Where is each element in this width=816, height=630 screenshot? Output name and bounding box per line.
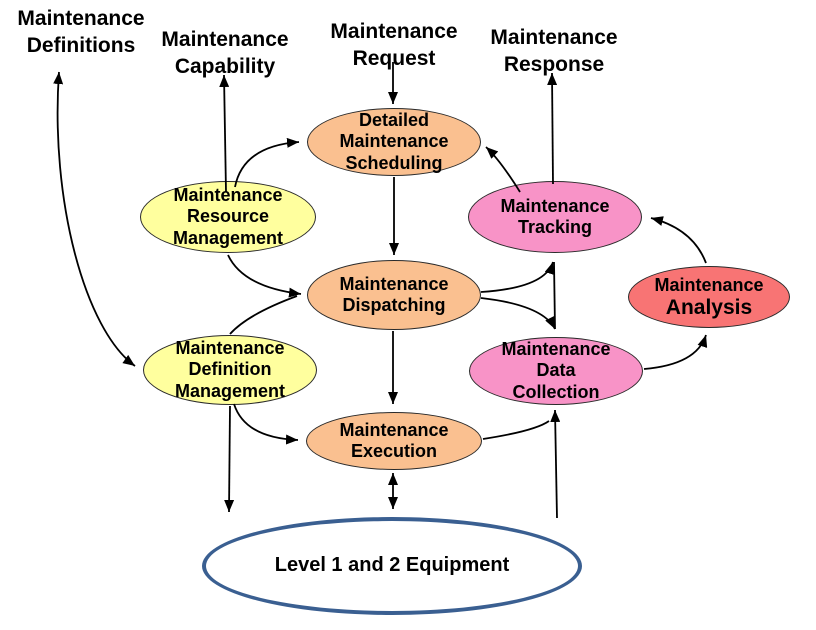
node-label: Maintenance Data Collection — [501, 339, 611, 402]
node-maintenance-tracking: Maintenance Tracking — [468, 181, 642, 253]
node-maintenance-resource-management: Maintenance Resource Management — [140, 181, 316, 253]
arrow-resource-management-to-scheduling — [234, 137, 300, 188]
node-label: Maintenance Definition Management — [174, 338, 286, 401]
maintenance-definitions-label: Maintenance Definitions — [17, 7, 145, 57]
node-label: Maintenance Analysis — [654, 275, 763, 319]
node-label: Maintenance Tracking — [500, 195, 610, 237]
maintenance-request-label: Maintenance Request — [330, 20, 458, 70]
arrow-resource-management-to-dispatching — [227, 254, 302, 298]
arrow-resource-management-to-capability — [219, 74, 230, 193]
node-level-1-and-2-equipment: Level 1 and 2 Equipment — [202, 517, 582, 615]
arrow-tracking-to-response — [547, 72, 558, 185]
arrow-analysis-to-tracking — [650, 216, 707, 264]
node-maintenance-data-collection: Maintenance Data Collection — [469, 337, 643, 405]
node-maintenance-execution: Maintenance Execution — [306, 412, 482, 470]
arrow-data-collection-to-analysis — [643, 334, 708, 370]
arrow-dispatching-to-data-collection — [480, 297, 556, 330]
connector-tracking-data-collection — [553, 261, 556, 330]
node-label: Maintenance Execution — [339, 419, 449, 461]
maintenance-response-label: Maintenance Response — [490, 26, 618, 76]
arrow-definition-management-to-definitions — [53, 71, 136, 367]
node-label: Level 1 and 2 Equipment — [274, 554, 510, 577]
node-detailed-maintenance-scheduling: Detailed Maintenance Scheduling — [307, 108, 481, 176]
arrow-definition-management-to-equipment — [224, 405, 235, 513]
node-label-line1: Maintenance — [654, 274, 764, 295]
node-maintenance-dispatching: Maintenance Dispatching — [307, 260, 481, 330]
arrow-equipment-to-data-collection — [550, 409, 561, 519]
node-label: Maintenance Dispatching — [339, 273, 449, 315]
arrow-definition-management-to-execution — [233, 403, 299, 445]
node-maintenance-definition-management: Maintenance Definition Management — [143, 335, 317, 405]
node-maintenance-analysis: Maintenance Analysis — [628, 266, 790, 328]
arrow-definition-management-to-dispatching — [229, 295, 298, 335]
maintenance-capability-label: Maintenance Capability — [161, 28, 289, 78]
node-label: Detailed Maintenance Scheduling — [339, 110, 449, 173]
arrow-dispatching-to-tracking — [480, 261, 555, 293]
arrow-execution-to-data-collection — [482, 420, 550, 440]
node-label: Maintenance Resource Management — [172, 185, 284, 248]
node-label-line2: Analysis — [665, 296, 753, 320]
